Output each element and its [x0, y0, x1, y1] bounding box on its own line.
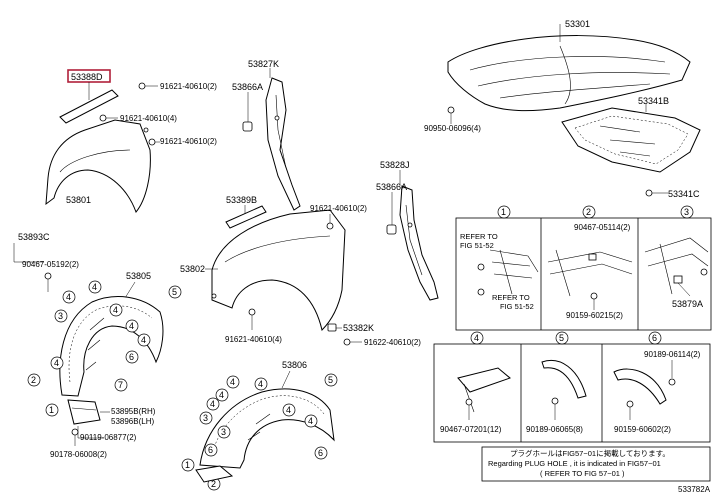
panel-5-callout: 5 [559, 333, 564, 343]
label-53828J[interactable]: 53828J [380, 160, 410, 170]
label-53896B[interactable]: 53896B(LH) [111, 417, 154, 426]
panel-1-callout: 1 [501, 207, 506, 217]
panel-2-callout: 2 [586, 207, 591, 217]
panel-4-detail-drawing [457, 367, 511, 413]
svg-text:4: 4 [113, 305, 118, 315]
svg-text:4: 4 [129, 321, 134, 331]
svg-text:4: 4 [219, 390, 224, 400]
svg-text:4: 4 [286, 405, 291, 415]
label-53341C[interactable]: 53341C [668, 189, 700, 199]
label-91622-40610[interactable]: 91622-40610(2) [364, 338, 421, 347]
label-91621-40610-d[interactable]: 91621-40610(2) [310, 204, 367, 213]
label-53389B[interactable]: 53389B [226, 195, 257, 205]
panel-4-callout: 4 [474, 333, 479, 343]
label-90159-60215[interactable]: 90159-60215(2) [566, 311, 623, 320]
svg-text:4: 4 [308, 416, 313, 426]
panel-2-detail-drawing [547, 249, 633, 300]
fender-seal-rh-drawing [225, 205, 267, 229]
svg-text:1: 1 [185, 460, 190, 470]
label-90178-06008[interactable]: 90178-06008(2) [50, 450, 107, 459]
svg-text:7: 7 [118, 380, 123, 390]
svg-text:6: 6 [318, 448, 323, 458]
panel-6-detail-drawing [613, 368, 676, 408]
panel-6-callout: 6 [652, 333, 657, 343]
svg-text:6: 6 [208, 445, 213, 455]
label-53341B[interactable]: 53341B [638, 96, 669, 106]
fender-liner-rh-drawing [199, 388, 335, 469]
label-53301[interactable]: 53301 [565, 19, 590, 29]
label-91621-40610-b[interactable]: 91621-40610(4) [120, 114, 177, 123]
svg-text:4: 4 [141, 335, 146, 345]
hood-insulator-drawing [561, 107, 701, 173]
label-90950-06096[interactable]: 90950-06096(4) [424, 124, 481, 133]
front-fender-lh-drawing [45, 119, 151, 213]
footer-note-box [481, 446, 711, 482]
label-91621-40610-a[interactable]: 91621-40610(2) [160, 82, 217, 91]
fender-bracket-upper-drawing [265, 77, 301, 211]
panel-3-callout: 3 [684, 207, 689, 217]
label-53827K[interactable]: 53827K [248, 59, 279, 69]
hood-drawing [447, 35, 691, 112]
svg-text:4: 4 [92, 282, 97, 292]
svg-text:3: 3 [203, 413, 208, 423]
panel-1-refer-2: FIG 51-52 [460, 241, 494, 250]
svg-text:3: 3 [58, 311, 63, 321]
svg-text:2: 2 [31, 375, 36, 385]
label-90189-06114[interactable]: 90189-06114(2) [644, 350, 701, 359]
label-90467-07201[interactable]: 90467-07201(12) [440, 425, 502, 434]
label-53806[interactable]: 53806 [282, 360, 307, 370]
label-53866A-mid[interactable]: 53866A [376, 182, 407, 192]
svg-text:4: 4 [230, 377, 235, 387]
label-53879A[interactable]: 53879A [672, 299, 703, 309]
svg-text:4: 4 [258, 379, 263, 389]
label-53802[interactable]: 53802 [180, 264, 205, 274]
footer-note-line3: ( REFER TO FIG 57−01 ) [540, 469, 625, 478]
label-90467-05114[interactable]: 90467-05114(2) [574, 223, 631, 232]
panel-1-refer-3: REFER TO [492, 293, 530, 302]
svg-text:5: 5 [328, 375, 333, 385]
callout-group-lh: 4 4 5 3 4 4 4 4 6 2 7 1 [27, 280, 182, 417]
panel-5-detail-drawing [541, 360, 587, 405]
fender-bracket-lower-drawing [399, 185, 439, 301]
footer-note-line2: Regarding PLUG HOLE , it is indicated in… [488, 459, 661, 468]
label-90159-60602[interactable]: 90159-60602(2) [614, 425, 671, 434]
label-53893C[interactable]: 53893C [18, 232, 50, 242]
label-53805[interactable]: 53805 [126, 271, 151, 281]
svg-text:5: 5 [172, 287, 177, 297]
panel-3-detail-drawing [644, 237, 709, 295]
svg-text:6: 6 [129, 352, 134, 362]
label-90189-06065[interactable]: 90189-06065(8) [526, 425, 583, 434]
svg-text:1: 1 [49, 405, 54, 415]
svg-text:4: 4 [54, 358, 59, 368]
panel-1-refer-1: REFER TO [460, 232, 498, 241]
label-91621-40610-c[interactable]: 91621-40610(2) [160, 137, 217, 146]
label-91621-40610-e[interactable]: 91621-40610(4) [225, 335, 282, 344]
label-53801[interactable]: 53801 [66, 195, 91, 205]
label-90467-05192[interactable]: 90467-05192(2) [22, 260, 79, 269]
svg-text:4: 4 [210, 399, 215, 409]
svg-text:4: 4 [66, 292, 71, 302]
label-53388D[interactable]: 53388D [71, 72, 103, 82]
label-53895B[interactable]: 53895B(RH) [111, 407, 156, 416]
front-fender-rh-drawing [211, 209, 346, 331]
fender-seal-drawing [59, 89, 119, 124]
figure-code: 533782A [678, 485, 711, 494]
footer-note-line1: プラグホールはFIG57−01に掲載しております。 [510, 448, 670, 458]
label-90119-06877[interactable]: 90119-06877(2) [80, 433, 137, 442]
mudguard-lh-drawing [67, 399, 101, 425]
fender-liner-lh-drawing [59, 296, 164, 397]
svg-text:2: 2 [211, 479, 216, 489]
label-53382K[interactable]: 53382K [343, 323, 374, 333]
panel-1-detail-drawing [477, 249, 539, 296]
svg-text:3: 3 [221, 427, 226, 437]
label-53866A-top[interactable]: 53866A [232, 82, 263, 92]
panel-1-refer-4: FIG 51-52 [500, 302, 534, 311]
detail-panel-4-6 [433, 343, 711, 443]
detail-panel-1-3 [455, 217, 712, 331]
